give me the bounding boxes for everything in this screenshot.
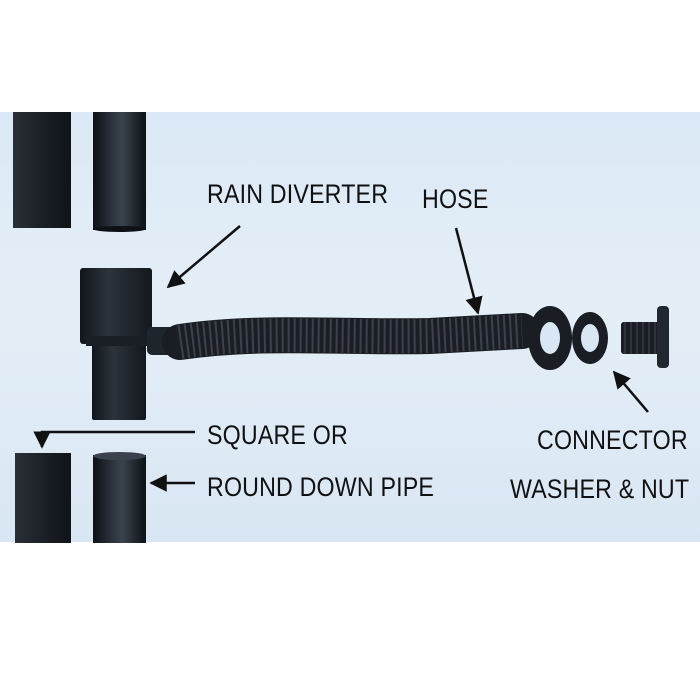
hose-label: HOSE [422,184,489,214]
rain-diverter-label: RAIN DIVERTER [207,179,389,209]
connector-arrow [612,370,649,413]
square-pipe-bottom [15,453,71,543]
washer-small [572,312,608,364]
hose-part [162,313,540,360]
rain-diverter-part [80,268,176,420]
washer-nut-label: WASHER & NUT [510,474,690,504]
square-pipe-top [13,112,71,228]
connector-label: CONNECTOR [537,425,688,455]
hose-arrow [454,227,483,315]
round-down-pipe-label: ROUND DOWN PIPE [207,472,435,502]
round-pipe-bottom [93,455,146,543]
square-pipe-arrow [33,430,195,449]
washer-large [528,306,572,370]
round-pipe-top-rim [93,226,146,232]
square-or-label: SQUARE OR [207,420,348,450]
round-pipe-top [93,112,146,230]
rain-diverter-arrow [166,225,241,289]
connector-nut [621,306,669,368]
round-pipe-bottom-rim [93,452,146,460]
